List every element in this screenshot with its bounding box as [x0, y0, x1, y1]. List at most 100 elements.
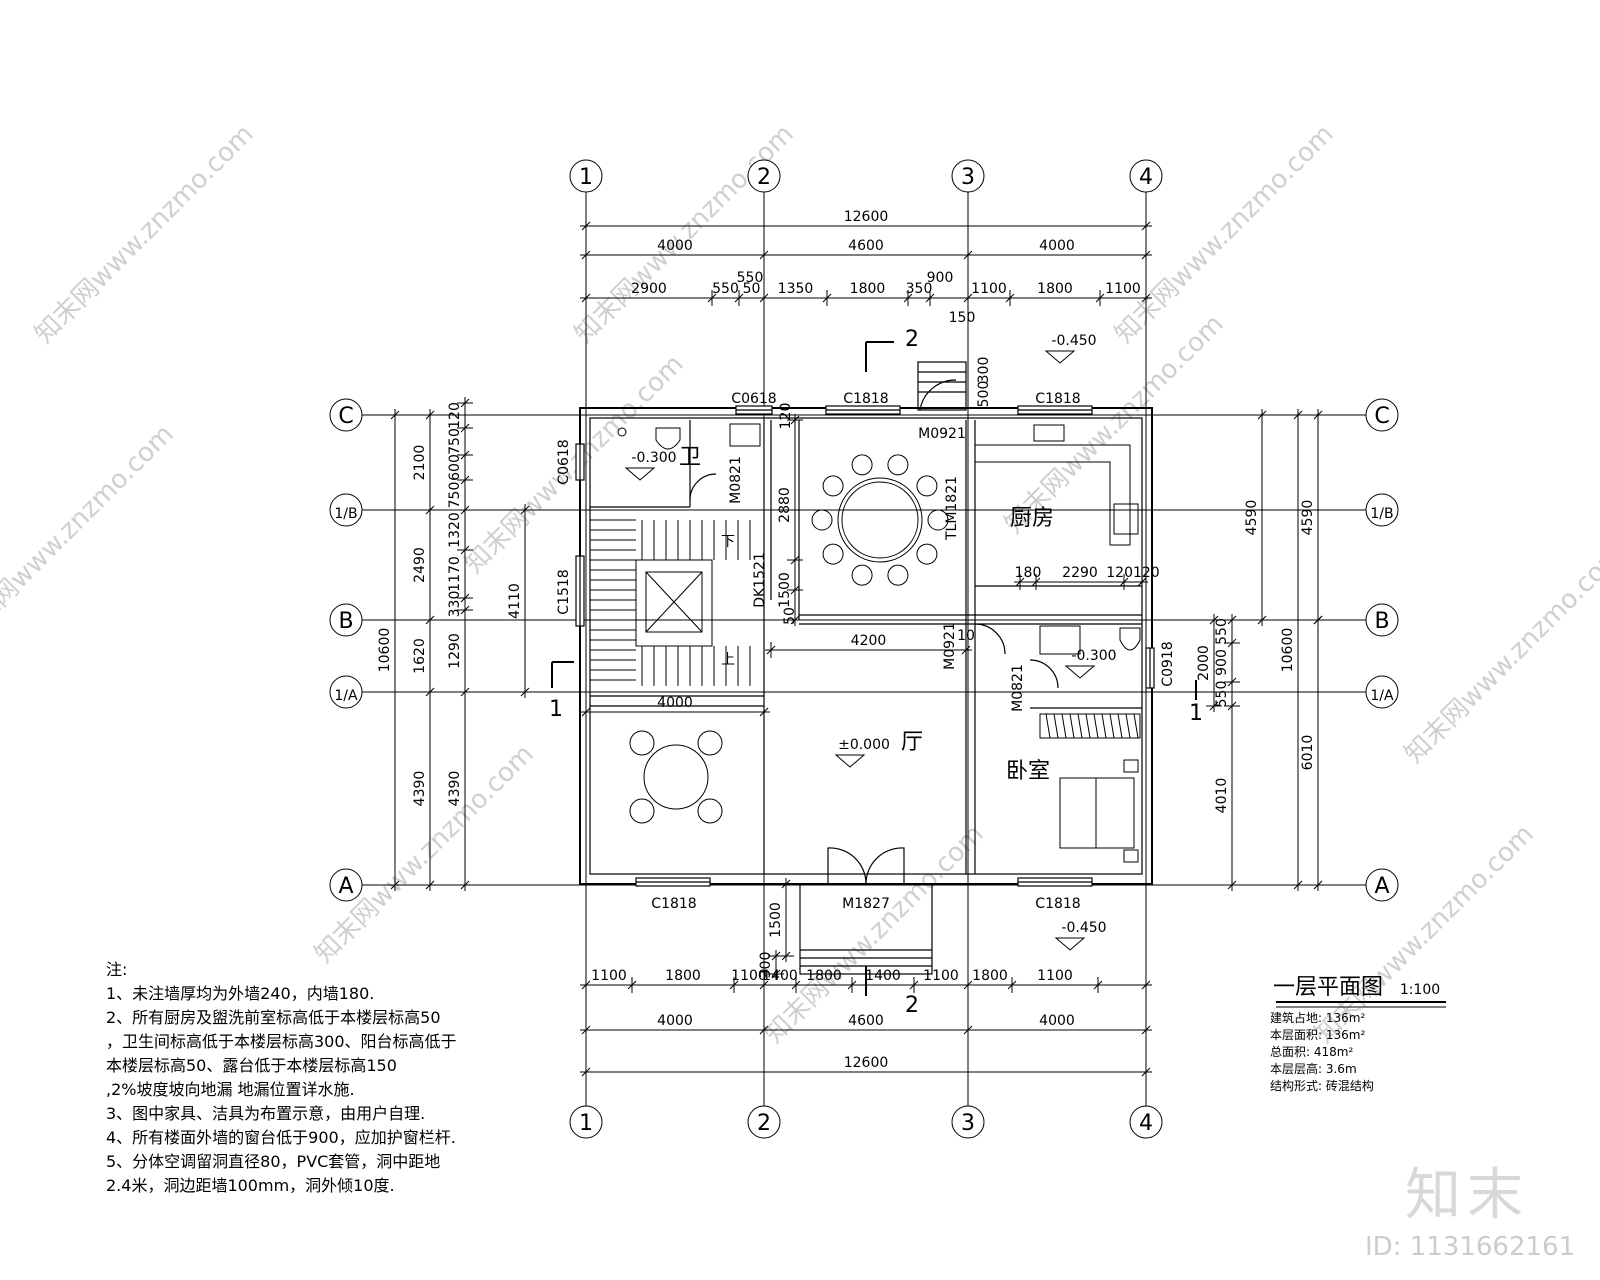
stair-core: [645, 571, 703, 633]
wardrobe-hanger: [1069, 713, 1075, 739]
room-label: 厅: [901, 730, 923, 755]
axis-bubble: [329, 675, 363, 709]
dim-tick: [759, 980, 769, 990]
axis-label: B: [1374, 609, 1389, 634]
dim-tick: [1313, 880, 1323, 890]
dim-label: 1100: [591, 968, 627, 984]
window-label: C0618: [731, 391, 776, 407]
axis-bubble: [747, 1105, 781, 1139]
dim-label: 150: [949, 310, 976, 326]
level-label: -0.300: [631, 450, 676, 466]
door-swing: [919, 379, 957, 411]
floor-drain: [617, 427, 627, 437]
dim-tick: [390, 410, 400, 420]
drawing-scale: 1:100: [1400, 982, 1440, 998]
axis-bubble: [1365, 675, 1399, 709]
dining-chair: [811, 509, 833, 531]
dim-tick: [1141, 250, 1151, 260]
dim-tick: [1141, 1025, 1151, 1035]
axis-label: 1/B: [1370, 506, 1393, 522]
axis-label: 1: [579, 1111, 593, 1136]
dim-label: 4000: [657, 238, 693, 254]
level-marker: [624, 467, 656, 481]
dim-tick: [1141, 1067, 1151, 1077]
dim-label: 50: [743, 281, 761, 297]
kitchen-counter: [974, 444, 1131, 546]
dim-tick: [390, 880, 400, 890]
watermark-text: 知末网www.znzmo.com: [29, 119, 260, 350]
axis-bubble: [1365, 493, 1399, 527]
door-swing: [865, 847, 905, 885]
room-label: 厨房: [1010, 506, 1054, 531]
wardrobe-hanger: [1101, 713, 1107, 739]
axis-bubble: [1365, 398, 1399, 432]
dim-label: 2290: [1062, 565, 1098, 581]
dim-tick: [1007, 980, 1017, 990]
window-label: C1818: [651, 896, 696, 912]
watermark-text: 知末网www.znzmo.com: [1399, 539, 1600, 770]
note-line: 4、所有楼面外墙的窗台低于900，应加护窗栏杆.: [106, 1128, 456, 1147]
legend-line: 总面积: 418m²: [1270, 1045, 1354, 1059]
dim-tick: [425, 687, 435, 697]
dim-tick: [771, 969, 781, 979]
dining-chair: [887, 564, 909, 586]
level-marker: [1054, 937, 1086, 951]
dim-tick: [759, 293, 769, 303]
dim-tick: [581, 980, 591, 990]
dim-label: 4600: [848, 1013, 884, 1029]
dim-tick: [460, 398, 470, 408]
dim-tick: [1141, 221, 1151, 231]
dim-tick: [460, 505, 470, 515]
dining-chair: [851, 564, 873, 586]
dim-tick: [581, 707, 591, 717]
dim-label: 1800: [850, 281, 886, 297]
axis-label: 4: [1139, 1111, 1153, 1136]
legend-line: 结构形式: 砖混结构: [1270, 1079, 1374, 1093]
axis-label: 3: [961, 165, 975, 190]
dim-tick: [460, 880, 470, 890]
note-line: ,2%坡度坡向地漏 地漏位置详水施.: [106, 1080, 355, 1099]
dining-chair: [916, 475, 938, 497]
dim-label: 500: [976, 381, 992, 408]
axis-bubble: [329, 868, 363, 902]
side-chair: [697, 798, 723, 824]
door-label: DK1521: [752, 552, 768, 608]
dim-label: 4010: [1214, 778, 1230, 814]
dim-label: 10: [957, 628, 975, 644]
dim-label: 900: [1214, 649, 1230, 676]
dim-tick: [822, 293, 832, 303]
dim-label: 4000: [1039, 1013, 1075, 1029]
dining-table-inner: [841, 481, 919, 559]
dim-label: 4000: [657, 1013, 693, 1029]
dim-label: 1800: [972, 968, 1008, 984]
dim-tick: [460, 545, 470, 555]
grid-lines: [329, 159, 1446, 1139]
dim-label: 550: [712, 281, 739, 297]
window-label: C1818: [1035, 896, 1080, 912]
legend-line: 本层层高: 3.6m: [1270, 1062, 1357, 1076]
note-line: 5、分体空调留洞直径80，PVC套管，洞中距地: [106, 1152, 441, 1171]
watermark-text: 知末网www.znzmo.com: [569, 119, 800, 350]
dim-label: 4390: [412, 771, 428, 807]
dim-label: 10600: [377, 628, 393, 673]
dim-tick: [790, 615, 800, 625]
wardrobe-hanger: [1125, 713, 1131, 739]
notes-block: 注: 1、未注墙厚均为外墙240，内墙180. 2、所有厨房及盥洗前室标高低于本…: [106, 958, 486, 1198]
axis-bubble: [1129, 159, 1163, 193]
axis-label: C: [1374, 404, 1389, 429]
dim-tick: [460, 593, 470, 603]
dim-tick: [425, 505, 435, 515]
note-line: 2.4米，洞边距墙100mm，洞外倾10度.: [106, 1176, 395, 1195]
dim-tick: [1093, 980, 1103, 990]
dim-label: 2900: [631, 281, 667, 297]
axis-bubble: [951, 1105, 985, 1139]
window-label: C1818: [1035, 391, 1080, 407]
dim-label: 4600: [848, 238, 884, 254]
dim-tick: [460, 687, 470, 697]
dim-tick: [425, 410, 435, 420]
dim-tick: [460, 605, 470, 615]
axis-label: 2: [757, 1111, 771, 1136]
wardrobe-hanger: [1061, 713, 1067, 739]
axis-label: 1: [579, 165, 593, 190]
dim-tick: [903, 293, 913, 303]
